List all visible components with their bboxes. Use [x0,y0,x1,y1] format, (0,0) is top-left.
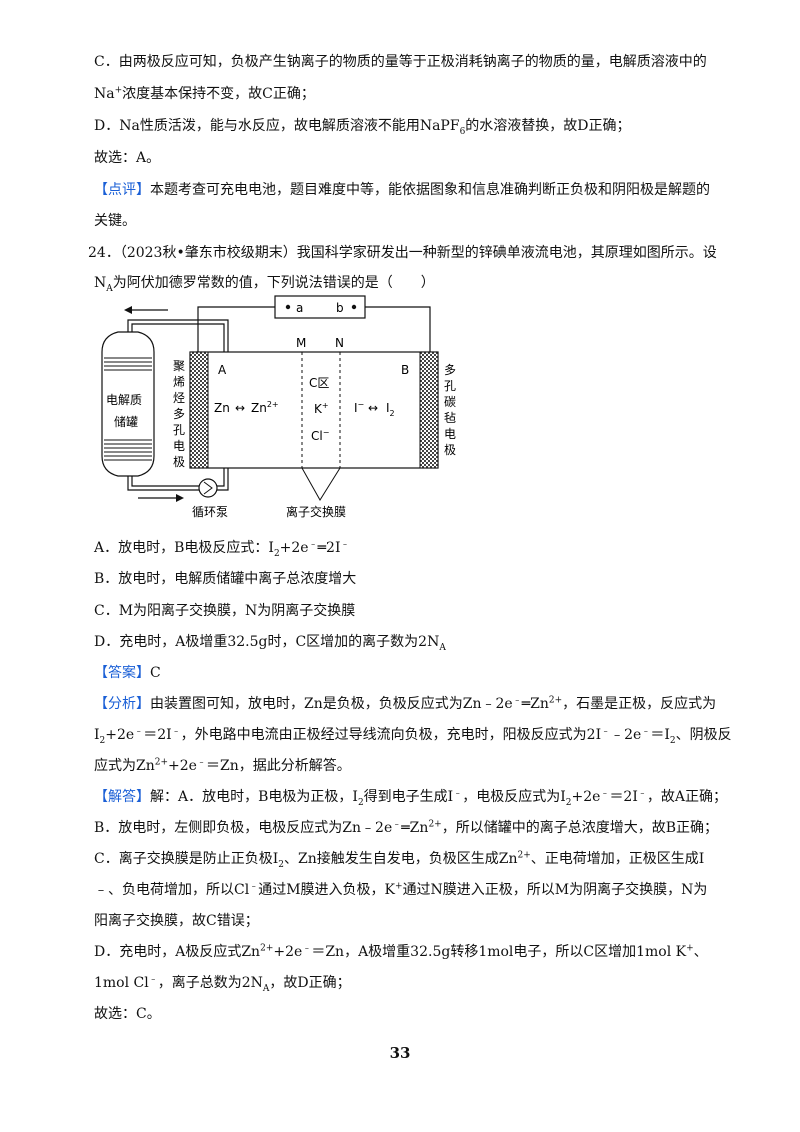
prev-option-d: D．Na性质活泼，能与水反应，故电解质溶液不能用NaPF6的水溶液替换，故D正确… [94,118,631,137]
q24-analysis-line2: I2+2e﹣＝2I﹣，外电路中电流由正极经过导线流向负极，充电时，阳极反应式为2… [94,726,732,746]
c-zone-label: C区 [309,376,329,390]
tank-label-1: 电解质 [106,393,142,407]
q24-analysis-line1: 【分析】由装置图可知，放电时，Zn是负极，负极反应式为Zn﹣2e﹣═Zn2+，石… [94,695,717,712]
prev-comment-line1: 【点评】本题考查可充电电池，题目难度中等，能依据图象和信息准确判断正负极和阴阳极… [94,182,710,198]
prev-choose: 故选：A。 [94,150,161,166]
q24-solution-d1: D．充电时，A极反应式Zn2++2e﹣＝Zn，A极增重32.5g转移1mol电子… [94,943,708,960]
q24-option-b: B．放电时，电解质储罐中离子总浓度增大 [94,571,357,587]
iodine-arrow: ↔ [368,401,378,415]
k-ion-label: K+ [314,401,329,416]
right-carbon-felt-electrode [419,351,439,469]
zn-arrow: ↔ [235,401,245,415]
q24-stem-line2: NA为阿伏加德罗常数的值，下列说法错误的是（ ） [94,275,435,294]
q24-solution-c1: C．离子交换膜是防止正负极I2、Zn接触发生自发电，负极区生成Zn2+、正电荷增… [94,850,705,870]
pump-label: 循环泵 [192,505,228,519]
iodide-label: I− [354,400,364,415]
prev-comment-line2: 关键。 [94,213,136,229]
terminal-b-label: b [336,301,344,315]
page-number: 33 [389,1044,411,1062]
q24-solution-a: 【解答】解：A．放电时，B电极为正极，I2得到电子生成I﹣，电极反应式为I2+2… [94,788,728,808]
q24-solution-c2: ﹣、负电荷增加，所以Cl﹣通过M膜进入负极，K+通过N膜进入正极，所以M为阴离子… [94,881,708,898]
prev-option-c-line2: Na+浓度基本保持不变，故C正确； [94,85,315,102]
right-electrode-label: 多孔碳毡电极 [444,363,456,457]
q24-answer: 【答案】C [94,665,161,681]
q24-analysis-line3: 应式为Zn2++2e﹣＝Zn，据此分析解答。 [94,757,351,774]
prev-option-c-line1: C．由两极反应可知，负极产生钠离子的物质的量等于正极消耗钠离子的物质的量，电解质… [94,54,707,70]
terminal-a-label: a [296,301,303,315]
battery-diagram: a b M N 离子交换膜 A B Zn ↔ Zn2+ C区 K+ Cl− I−… [101,295,456,519]
membrane-n-label: N [335,336,344,350]
left-porous-electrode [189,351,209,469]
left-electrode-label: 聚烯烃多孔电极 [173,359,185,469]
circulation-pump [198,478,218,498]
q24-choose: 故选：C。 [94,1006,161,1022]
zn2-label: Zn2+ [251,400,279,415]
q24-option-a: A．放电时，B电极反应式：I2+2e﹣═2I﹣ [94,539,350,559]
iodine-label: I2 [386,401,395,418]
electrode-a-label: A [218,363,227,377]
q24-solution-d2: 1mol Cl﹣，离子总数为2NA，故D正确； [94,974,351,994]
q24-solution-c3: 阳离子交换膜，故C错误； [94,913,259,929]
tank-label-2: 储罐 [114,414,138,429]
zn-label: Zn [214,401,230,415]
q24-solution-b: B．放电时，左侧即负极，电极反应式为Zn﹣2e﹣═Zn2+，所以储罐中的离子总浓… [94,819,719,836]
electrode-b-label: B [401,363,409,377]
q24-option-c: C．M为阳离子交换膜，N为阴离子交换膜 [94,603,356,619]
cl-ion-label: Cl− [311,428,329,443]
q24-stem-line1: 24．（2023秋•肇东市校级期末）我国科学家研发出一种新型的锌碘单液流电池，其… [88,245,717,261]
cell-body [189,351,439,469]
membrane-label: 离子交换膜 [286,504,346,519]
q24-option-d: D．充电时，A极增重32.5g时，C区增加的离子数为2NA [94,634,446,653]
membrane-m-label: M [296,336,306,350]
